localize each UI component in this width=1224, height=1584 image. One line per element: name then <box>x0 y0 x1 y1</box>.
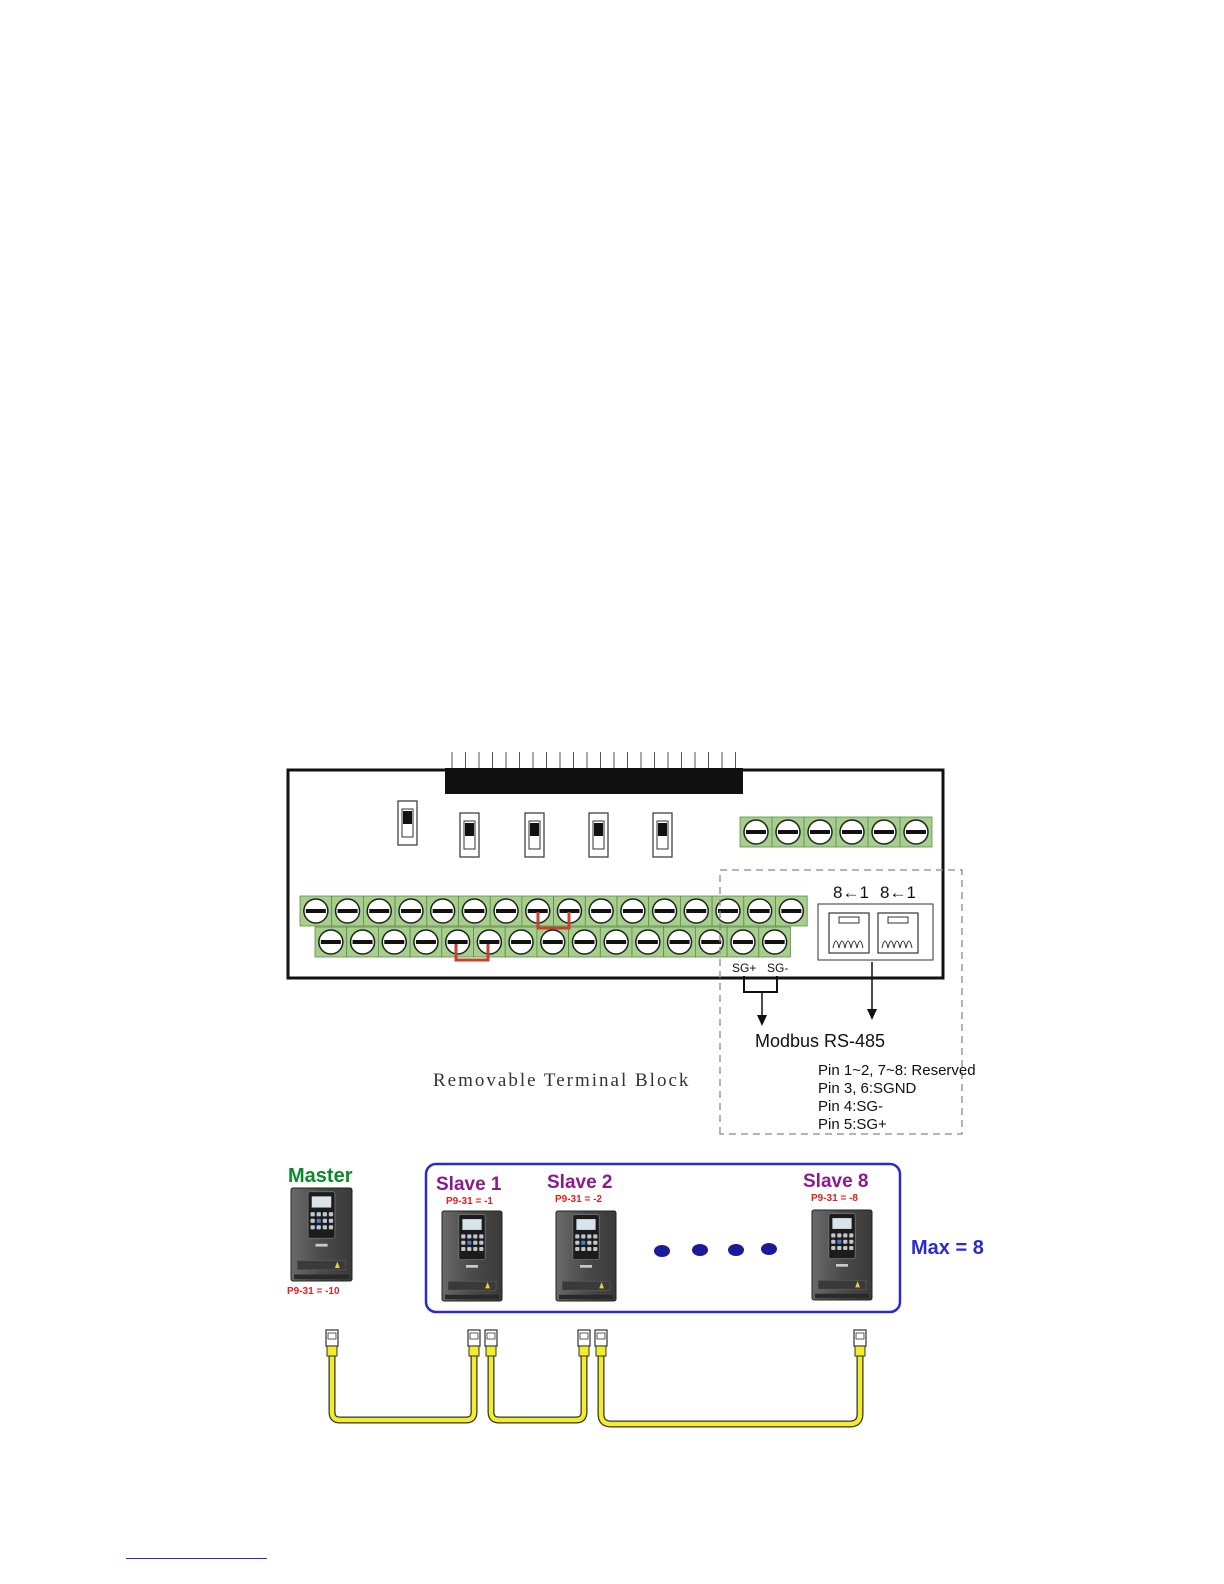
cable-slave2-to-slave8 <box>601 1354 860 1424</box>
terminal-screw <box>600 927 632 957</box>
ellipsis-dot <box>654 1245 670 1257</box>
rj45-plug <box>578 1330 590 1356</box>
rj45-plug <box>326 1330 338 1356</box>
dip-switch <box>398 801 417 845</box>
ac-drive-icon <box>291 1188 352 1281</box>
terminal-row-lower <box>315 927 791 957</box>
slave-2-label: Slave 2 <box>547 1172 613 1193</box>
terminal-screw <box>332 896 364 926</box>
cable-master-to-slave1 <box>332 1354 474 1420</box>
sg-plus-label: SG+ <box>732 961 756 975</box>
dip-switch <box>589 813 608 857</box>
terminal-screw <box>410 927 442 957</box>
rj45-port-1 <box>829 913 869 953</box>
terminal-screw <box>585 896 617 926</box>
terminal-screw <box>537 927 569 957</box>
ac-drive-icon <box>442 1211 502 1301</box>
terminal-screw <box>868 817 900 847</box>
terminal-screw <box>664 927 696 957</box>
terminal-screw <box>490 896 522 926</box>
terminal-screw <box>442 927 474 957</box>
rj45-plug <box>595 1330 607 1356</box>
terminal-block-caption: Removable Terminal Block <box>433 1070 690 1091</box>
terminal-screw <box>744 896 776 926</box>
arrow-sg-to-modbus <box>757 992 767 1026</box>
terminal-screw <box>680 896 712 926</box>
terminal-screw <box>632 927 664 957</box>
slave-8-label: Slave 8 <box>803 1171 869 1192</box>
dip-switch <box>525 813 544 857</box>
header-connector <box>445 752 743 794</box>
max-drives-label: Max = 8 <box>911 1237 984 1259</box>
terminal-screw <box>395 896 427 926</box>
ellipsis-dot <box>692 1244 708 1256</box>
terminal-screw <box>378 927 410 957</box>
ellipsis-dot <box>728 1244 744 1256</box>
terminal-row-upper <box>300 896 807 926</box>
modbus-pin-line: Pin 3, 6:SGND <box>818 1080 917 1097</box>
slave-1-param: P9-31 = -1 <box>446 1196 493 1207</box>
terminal-screw <box>740 817 772 847</box>
ellipsis-dots <box>654 1243 777 1257</box>
modbus-pin-line: Pin 5:SG+ <box>818 1116 887 1133</box>
master-param: P9-31 = -10 <box>287 1286 340 1297</box>
top-terminal-block <box>740 817 932 847</box>
terminal-screw <box>772 817 804 847</box>
terminal-screw <box>759 927 791 957</box>
slave-1-label: Slave 1 <box>436 1174 502 1195</box>
rj45-port-2 <box>878 913 918 953</box>
terminal-screw <box>363 896 395 926</box>
modbus-title: Modbus RS-485 <box>755 1031 885 1051</box>
dip-switch <box>653 813 672 857</box>
terminal-screw <box>315 927 347 957</box>
terminal-screw <box>347 927 379 957</box>
terminal-screw <box>617 896 649 926</box>
rj45-plug <box>485 1330 497 1356</box>
terminal-screw <box>695 927 727 957</box>
rj45-port-2-label: 8←1 <box>880 883 916 902</box>
modbus-pin-line: Pin 1~2, 7~8: Reserved <box>818 1062 976 1079</box>
slave-2-param: P9-31 = -2 <box>555 1194 602 1205</box>
terminal-screw <box>776 896 808 926</box>
terminal-screw <box>427 896 459 926</box>
terminal-screw <box>649 896 681 926</box>
ac-drive-icon <box>812 1210 872 1300</box>
sg-minus-label: SG- <box>767 961 788 975</box>
terminal-screw <box>727 927 759 957</box>
modbus-pin-line: Pin 4:SG- <box>818 1098 883 1115</box>
rj45-plug <box>468 1330 480 1356</box>
slave-8-param: P9-31 = -8 <box>811 1193 858 1204</box>
terminal-screw <box>569 927 601 957</box>
terminal-screw <box>712 896 744 926</box>
ellipsis-dot <box>761 1243 777 1255</box>
terminal-screw <box>900 817 932 847</box>
footnote-rule <box>126 1558 267 1559</box>
terminal-screw <box>459 896 491 926</box>
terminal-screw <box>505 927 537 957</box>
rj45-plug <box>854 1330 866 1356</box>
rs485-cables <box>326 1330 866 1424</box>
master-label: Master <box>288 1165 353 1187</box>
rj45-port-1-label: 8←1 <box>833 883 869 902</box>
dip-switch <box>460 813 479 857</box>
cable-slave1-to-slave2 <box>491 1354 584 1420</box>
terminal-screw <box>804 817 836 847</box>
terminal-screw <box>300 896 332 926</box>
ac-drive-icon <box>556 1211 616 1301</box>
terminal-screw <box>836 817 868 847</box>
